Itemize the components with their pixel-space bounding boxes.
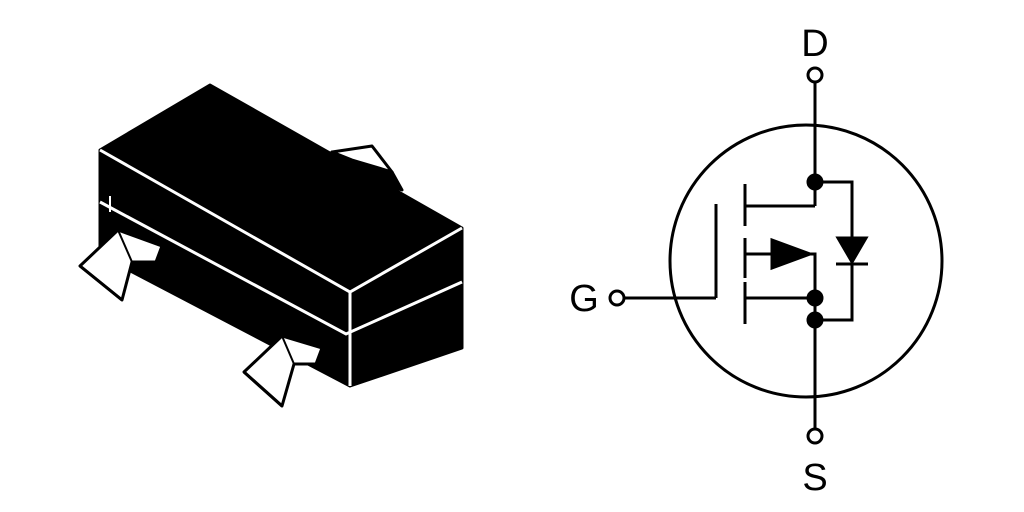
source-terminal — [806, 427, 824, 445]
package-lead-right — [242, 334, 324, 408]
junction-dot — [806, 311, 824, 329]
junction-dot — [806, 289, 824, 307]
sot23-package-icon — [78, 83, 464, 408]
source-label: S — [802, 457, 827, 499]
mosfet-symbol-icon — [608, 66, 944, 445]
body-diode-icon — [835, 236, 869, 265]
package-lead-left — [78, 228, 164, 302]
drain-label: D — [801, 23, 828, 65]
gate-terminal — [608, 289, 626, 307]
symbol-envelope — [668, 123, 944, 399]
drain-terminal — [806, 66, 824, 84]
gate-label: G — [569, 278, 599, 320]
body-arrow — [770, 237, 815, 271]
junction-dot — [806, 173, 824, 191]
